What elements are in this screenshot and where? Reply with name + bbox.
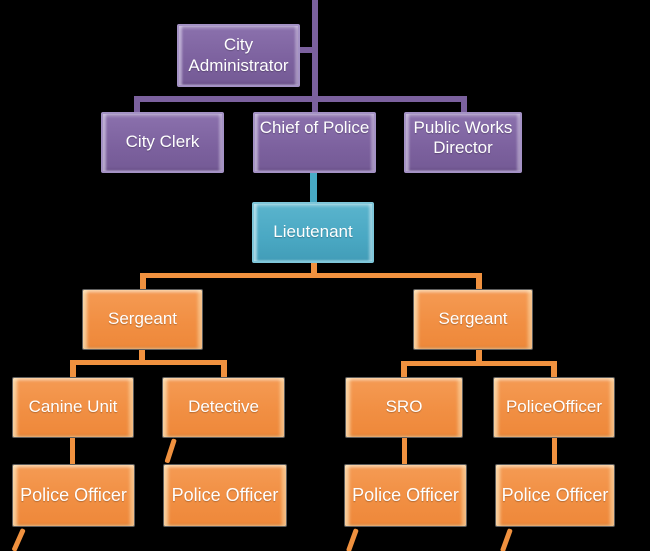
connector-sergeant-right-stub: [476, 273, 482, 289]
connector-detective-to-officer2: [164, 438, 177, 464]
node-public-works-director[interactable]: Public Works Director: [404, 112, 522, 173]
node-label: Chief of Police: [259, 118, 370, 137]
node-chief-of-police[interactable]: Chief of Police: [253, 112, 376, 173]
connector-sro-stub: [401, 361, 407, 377]
connector-sergeant-left-stub: [140, 273, 146, 289]
node-sergeant-right[interactable]: Sergeant: [413, 289, 533, 350]
node-label: City Clerk: [125, 132, 200, 152]
connector-city-clerk-stub: [134, 96, 140, 112]
connector-officer4-offscreen: [499, 528, 513, 551]
node-label: Public Works Director: [413, 118, 513, 158]
connector-sergeant-right-down: [476, 350, 482, 365]
connector-city-administrator-stub: [297, 47, 315, 53]
connector-lieutenant-stub: [311, 262, 317, 278]
connector-policeofficer-stub: [551, 361, 557, 377]
node-label: Sergeant: [438, 309, 508, 329]
connector-sergeant-left-down: [139, 350, 145, 365]
connector-detective-stub: [221, 360, 227, 377]
connector-sro-to-officer3: [402, 438, 407, 464]
node-detective[interactable]: Detective: [162, 377, 285, 438]
connector-officer3-offscreen: [345, 528, 359, 551]
node-police-officer-2[interactable]: Police Officer: [163, 464, 287, 527]
node-label: Police Officer: [171, 484, 279, 505]
node-label: SRO: [385, 397, 423, 417]
node-police-officer-1[interactable]: Police Officer: [12, 464, 135, 527]
node-lieutenant[interactable]: Lieutenant: [252, 202, 374, 263]
connector-policeofficer-to-officer4: [552, 438, 557, 464]
node-label: Sergeant: [108, 309, 177, 329]
node-label: PoliceOfficer: [505, 397, 603, 417]
node-label: City Administrator: [188, 35, 289, 75]
node-label: Police Officer: [20, 484, 127, 505]
connector-canine-unit-stub: [70, 360, 76, 377]
node-label: Police Officer: [501, 484, 609, 505]
node-sro[interactable]: SRO: [345, 377, 463, 438]
node-sergeant-left[interactable]: Sergeant: [82, 289, 203, 350]
node-city-administrator[interactable]: City Administrator: [177, 24, 300, 87]
connector-row2-horizontal: [134, 96, 467, 102]
node-label: Detective: [188, 397, 259, 417]
connector-top-trunk: [312, 0, 318, 112]
node-police-officer-3[interactable]: Police Officer: [344, 464, 467, 527]
connector-row5-left-horizontal: [70, 360, 227, 365]
connector-chief-to-lieutenant: [310, 173, 317, 202]
connector-row5-right-horizontal: [401, 361, 557, 366]
node-label: Canine Unit: [28, 397, 118, 417]
node-label: Lieutenant: [273, 222, 353, 242]
connector-canine-to-officer1: [70, 438, 75, 464]
node-label: Police Officer: [352, 484, 459, 505]
connector-officer1-offscreen: [11, 527, 26, 551]
connector-public-works-stub: [461, 96, 467, 112]
connector-row4-horizontal: [140, 273, 482, 278]
node-policeofficer[interactable]: PoliceOfficer: [493, 377, 615, 438]
node-canine-unit[interactable]: Canine Unit: [12, 377, 134, 438]
node-police-officer-4[interactable]: Police Officer: [495, 464, 615, 527]
node-city-clerk[interactable]: City Clerk: [101, 112, 224, 173]
